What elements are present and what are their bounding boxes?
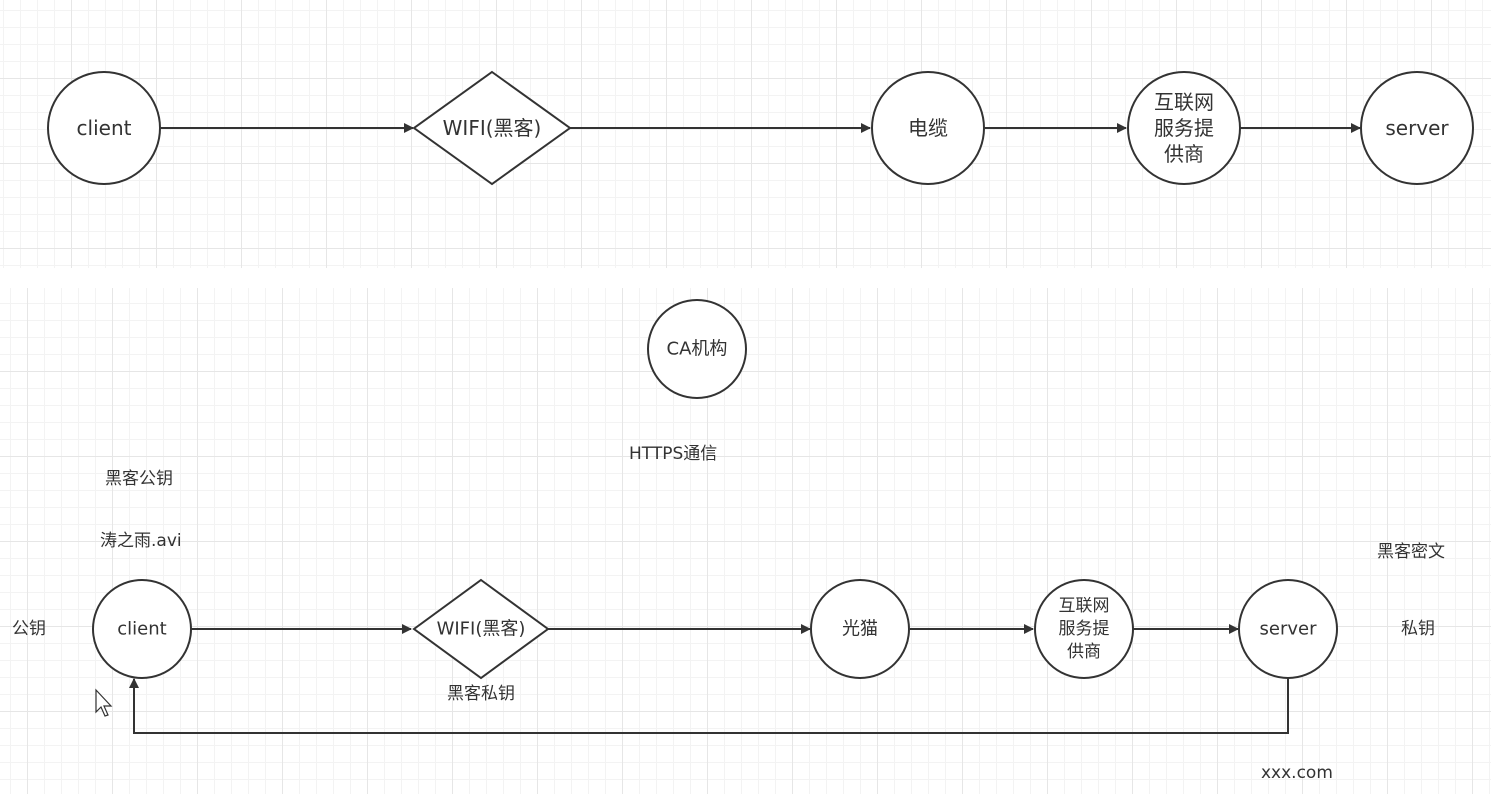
- panel-divider: [0, 268, 1491, 288]
- file-name-label[interactable]: 涛之雨.avi: [100, 531, 182, 551]
- bottom-isp-label-line1: 互联网: [1059, 596, 1110, 616]
- bottom-isp-label-line3: 供商: [1067, 642, 1101, 662]
- top-server-label: server: [1385, 116, 1449, 140]
- top-isp-label-line2: 服务提: [1154, 116, 1214, 140]
- top-cable-label: 电缆: [908, 116, 948, 140]
- bottom-grid-panel: [0, 288, 1491, 794]
- top-server-node[interactable]: server: [1360, 71, 1474, 185]
- https-label[interactable]: HTTPS通信: [629, 444, 717, 464]
- top-isp-label-line1: 互联网: [1154, 90, 1214, 114]
- bottom-client-node[interactable]: client: [92, 579, 192, 679]
- hacker-public-key-label[interactable]: 黑客公钥: [105, 469, 173, 489]
- modem-node[interactable]: 光猫: [810, 579, 910, 679]
- bottom-flow: CA机构 client WIFI(黑客) 光猫 互联网 服务提 供商: [12, 299, 1445, 783]
- top-wifi-label: WIFI(黑客): [443, 116, 542, 140]
- edge-bottom-server-client-return[interactable]: [129, 678, 1289, 734]
- top-wifi-node[interactable]: WIFI(黑客): [412, 70, 572, 186]
- bottom-server-node[interactable]: server: [1238, 579, 1338, 679]
- bottom-wifi-node[interactable]: WIFI(黑客): [412, 578, 550, 680]
- mouse-cursor-icon: [95, 688, 113, 717]
- domain-label[interactable]: xxx.com: [1261, 763, 1333, 783]
- bottom-isp-node[interactable]: 互联网 服务提 供商: [1034, 579, 1134, 679]
- public-key-label[interactable]: 公钥: [12, 619, 46, 639]
- top-flow: client WIFI(黑客) 电缆 互联网 服务提 供商 server: [47, 70, 1474, 186]
- bottom-isp-label-line2: 服务提: [1059, 619, 1110, 639]
- top-grid-panel: [0, 0, 1491, 268]
- bottom-client-label: client: [117, 619, 166, 640]
- hacker-private-key-label[interactable]: 黑客私钥: [447, 684, 515, 704]
- top-cable-node[interactable]: 电缆: [871, 71, 985, 185]
- ca-node[interactable]: CA机构: [647, 299, 747, 399]
- ca-label: CA机构: [667, 339, 728, 360]
- top-client-node[interactable]: client: [47, 71, 161, 185]
- top-isp-node[interactable]: 互联网 服务提 供商: [1127, 71, 1241, 185]
- modem-label: 光猫: [842, 619, 878, 640]
- bottom-wifi-label: WIFI(黑客): [437, 619, 526, 640]
- top-isp-label-line3: 供商: [1164, 142, 1204, 166]
- private-key-label[interactable]: 私钥: [1401, 619, 1435, 639]
- hacker-ciphertext-label[interactable]: 黑客密文: [1377, 542, 1445, 562]
- bottom-server-label: server: [1260, 619, 1318, 640]
- top-client-label: client: [77, 116, 132, 140]
